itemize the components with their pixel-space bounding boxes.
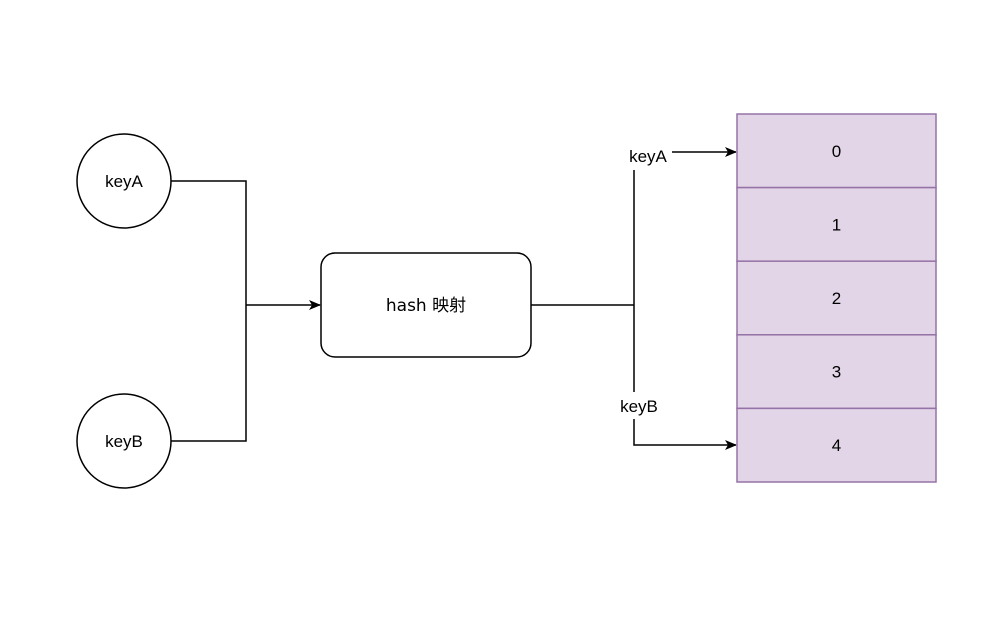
node-keyB[interactable]: keyB (76, 393, 172, 489)
edge-label-keyB: keyB (620, 397, 658, 416)
array-cell-0[interactable]: 0 (736, 113, 937, 189)
node-keyA-label: keyA (105, 172, 143, 191)
array-cell-box (736, 334, 937, 410)
edge-label-keyA: keyA (629, 147, 667, 166)
node-keyB-label: keyB (105, 432, 143, 451)
hash-array: 0 1 2 3 4 (736, 113, 937, 483)
array-cell-1[interactable]: 1 (736, 186, 937, 262)
array-cell-box (736, 260, 937, 336)
hash-label: hash 映射 (386, 296, 466, 316)
node-hash[interactable]: hash 映射 (320, 252, 532, 358)
array-cell-index: 3 (832, 363, 841, 382)
array-cell-4[interactable]: 4 (736, 407, 937, 483)
edge-keyB-to-cell-4 (633, 419, 737, 450)
array-cell-index: 0 (832, 142, 841, 161)
node-keyA[interactable]: keyA (76, 133, 172, 229)
edge-keyA-to-hash (171, 180, 247, 305)
array-cell-index: 2 (832, 289, 841, 308)
array-cell-box (736, 186, 937, 262)
array-cell-2[interactable]: 2 (736, 260, 937, 336)
array-cell-box (736, 407, 937, 483)
array-cell-3[interactable]: 3 (736, 334, 937, 410)
array-cell-index: 1 (832, 215, 841, 234)
array-cell-box (736, 113, 937, 189)
edge-keyB-to-hash (171, 305, 247, 442)
array-cell-index: 4 (832, 436, 841, 455)
